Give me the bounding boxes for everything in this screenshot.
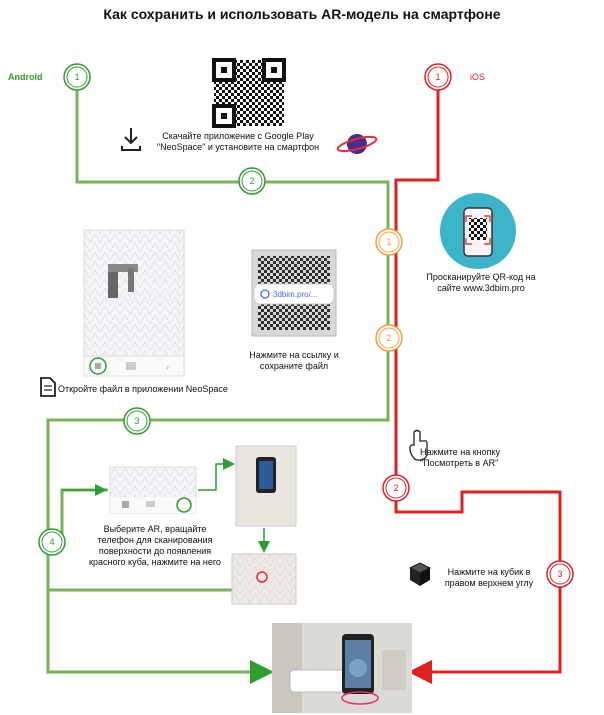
badge-android-4 — [38, 528, 66, 556]
badge-android-2 — [238, 167, 266, 195]
phone-in-hand-screenshot — [235, 445, 297, 527]
planet-logo-icon — [336, 134, 378, 154]
badge-android-3-label: 3 — [134, 416, 139, 426]
app-ar-toolbar-screenshot — [109, 466, 197, 514]
android-label: Android — [8, 72, 43, 82]
step-open-file-text: Откройте файл в приложении NeoSpace — [58, 384, 228, 394]
ios-label: iOS — [470, 72, 486, 82]
badge-ios-3-label: 3 — [557, 569, 562, 579]
link-text: 3dbim.pro/... — [273, 290, 317, 299]
hand-pointer-icon — [409, 429, 428, 461]
badge-ios-sub-2-label: 2 — [386, 333, 391, 343]
download-icon — [121, 128, 141, 151]
android-connectors — [46, 90, 390, 674]
badge-android-4-label: 4 — [49, 537, 54, 547]
step-choose-ar-text: Выберите AR, вращайте телефон для сканир… — [89, 524, 221, 567]
badge-android-3 — [123, 407, 151, 435]
ar-room-screenshot — [272, 623, 412, 713]
android-arrow-to-phone — [198, 458, 235, 491]
step-save-link-text: Нажмите на ссылку и сохраните файл — [249, 350, 339, 371]
badge-ios-3 — [546, 560, 574, 588]
android-main-path — [46, 90, 390, 674]
badge-ios-2 — [382, 474, 410, 502]
cube-icon — [408, 562, 432, 586]
phone-qr-icon — [440, 193, 516, 269]
badge-ios-sub-2 — [375, 324, 403, 352]
step-download-text: Скачайте приложение с Google Play "NeoSp… — [156, 131, 320, 152]
app-screenshot-turnstile: › — [83, 229, 185, 377]
badge-ios-1-label: 1 — [435, 72, 440, 82]
floor-grid-screenshot — [231, 553, 297, 605]
badge-ios-2-label: 2 — [393, 483, 398, 493]
ios-main-path — [394, 90, 562, 674]
qr-link-screenshot — [251, 249, 337, 337]
badge-android-2-label: 2 — [249, 176, 254, 186]
badge-ios-1 — [424, 63, 452, 91]
page-title: Как сохранить и использовать AR-модель н… — [103, 6, 501, 22]
ios-connectors — [394, 90, 562, 674]
badge-android-1-label: 1 — [74, 72, 79, 82]
step-scan-qr-text: Просканируйте QR-код на сайте www.3dbim.… — [426, 272, 536, 293]
badge-ios-sub-1 — [375, 228, 403, 256]
svg-text:›: › — [166, 363, 169, 372]
step-press-cube-text: Нажмите на кубик в правом верхнем углу — [444, 567, 534, 588]
qr-code-icon — [212, 58, 286, 128]
badge-ios-sub-1-label: 1 — [386, 237, 391, 247]
badge-android-1 — [63, 63, 91, 91]
document-icon — [40, 377, 56, 397]
step-press-button-text: Нажмите на кнопку "Посмотреть в AR" — [420, 447, 501, 468]
